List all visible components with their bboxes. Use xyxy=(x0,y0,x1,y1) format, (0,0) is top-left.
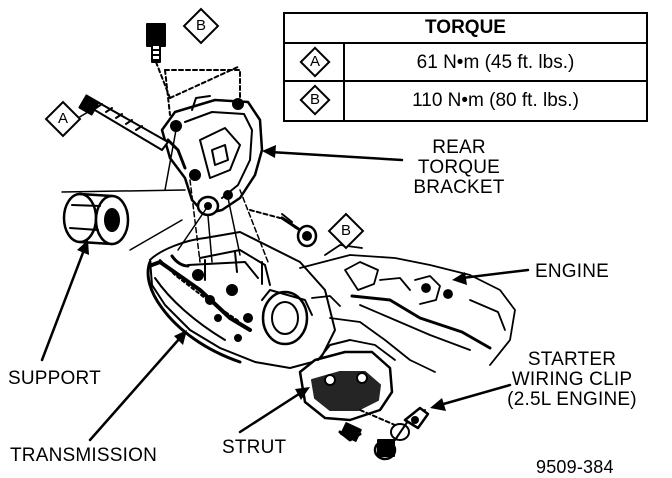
support-label: SUPPORT xyxy=(8,368,101,389)
torque-symbol-cell: A xyxy=(285,44,345,80)
starter-wiring-clip-label: STARTER WIRING CLIP (2.5L ENGINE) xyxy=(493,350,651,410)
transmission-housing xyxy=(146,231,336,369)
torque-symbol-letter: A xyxy=(309,53,320,70)
torque-table: TORQUE A 61 N•m (45 ft. lbs.) B 110 N•m … xyxy=(283,12,648,122)
figure-number: 9509-384 xyxy=(536,457,614,477)
torque-value-a: 61 N•m (45 ft. lbs.) xyxy=(416,52,575,73)
strut-label: STRUT xyxy=(222,437,287,458)
torque-symbol-letter: B xyxy=(309,91,320,108)
transmission-label: TRANSMISSION xyxy=(10,445,158,466)
torque-value-b: 110 N•m (80 ft. lbs.) xyxy=(412,90,579,111)
label-line: TORQUE xyxy=(417,157,501,178)
strut-bolts-and-clip xyxy=(338,406,430,461)
torque-symbol-cell: B xyxy=(285,82,345,120)
bolt-a-illustration xyxy=(78,94,169,151)
engine-block xyxy=(299,244,516,373)
label-line: BRACKET xyxy=(413,177,505,198)
label-line: (2.5L ENGINE) xyxy=(507,389,637,410)
leader-lines xyxy=(40,111,530,442)
rear-torque-bracket xyxy=(160,65,264,217)
support-bushing xyxy=(62,192,130,246)
label-line: WIRING CLIP xyxy=(511,369,633,390)
label-line: REAR xyxy=(432,137,486,158)
torque-table-header: TORQUE xyxy=(285,14,646,44)
assembly-lines xyxy=(61,129,269,263)
engine-label: ENGINE xyxy=(535,261,610,282)
callout-a-letter: A xyxy=(57,110,68,127)
callout-b-top-letter: B xyxy=(195,17,206,34)
label-line: STARTER xyxy=(527,349,617,370)
bolt-b-top-illustration xyxy=(146,23,171,99)
torque-row-b: B 110 N•m (80 ft. lbs.) xyxy=(285,82,646,120)
bolt-b-mid-illustration xyxy=(249,209,318,248)
rear-torque-bracket-label: REAR TORQUE BRACKET xyxy=(404,138,514,198)
torque-row-a: A 61 N•m (45 ft. lbs.) xyxy=(285,44,646,82)
strut-part xyxy=(298,339,394,422)
callout-b-mid-letter: B xyxy=(340,222,351,239)
